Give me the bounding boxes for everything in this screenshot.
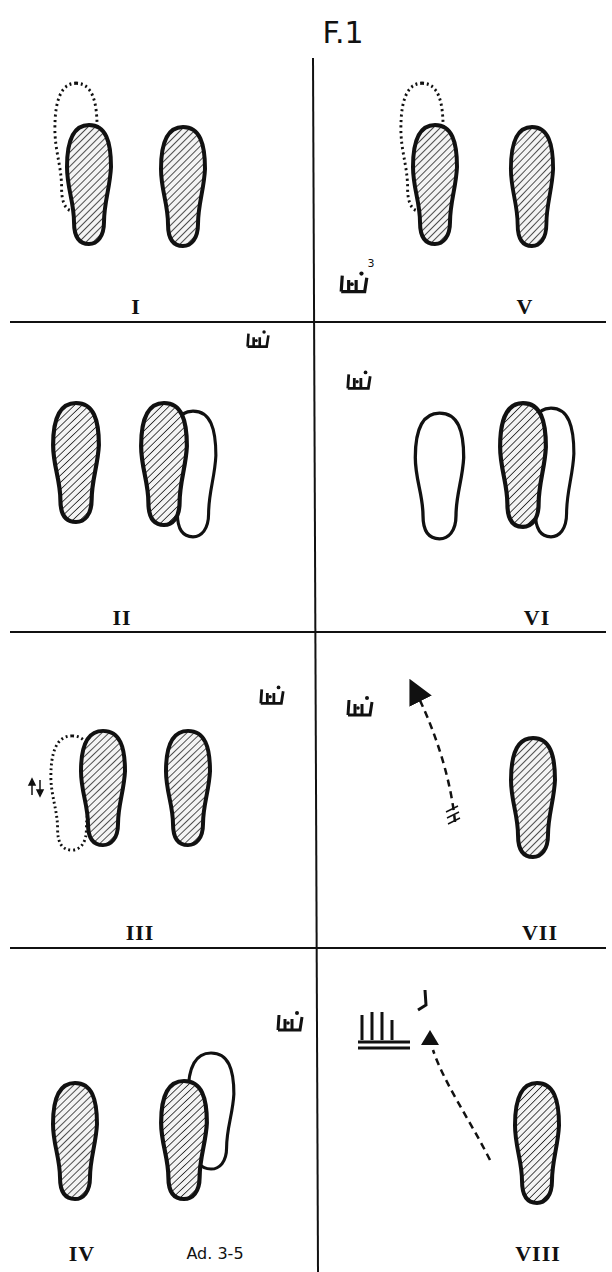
- figure-title: F.1: [322, 18, 363, 48]
- superscript-number: 3: [368, 258, 375, 269]
- panel-number: IV: [69, 1243, 95, 1265]
- panel-number: VI: [524, 607, 550, 629]
- notation-glyph: [358, 990, 426, 1048]
- panel-divider: [10, 58, 606, 1272]
- panel-number: VIII: [515, 1243, 561, 1265]
- panel-number: III: [126, 922, 155, 944]
- panel-number: II: [112, 607, 131, 629]
- panel-number: VII: [522, 922, 558, 944]
- direction-arrows: [29, 779, 43, 796]
- figure-note: Ad. 3-5: [186, 1246, 243, 1262]
- panel-number: I: [131, 296, 141, 318]
- panel-number: V: [517, 296, 534, 318]
